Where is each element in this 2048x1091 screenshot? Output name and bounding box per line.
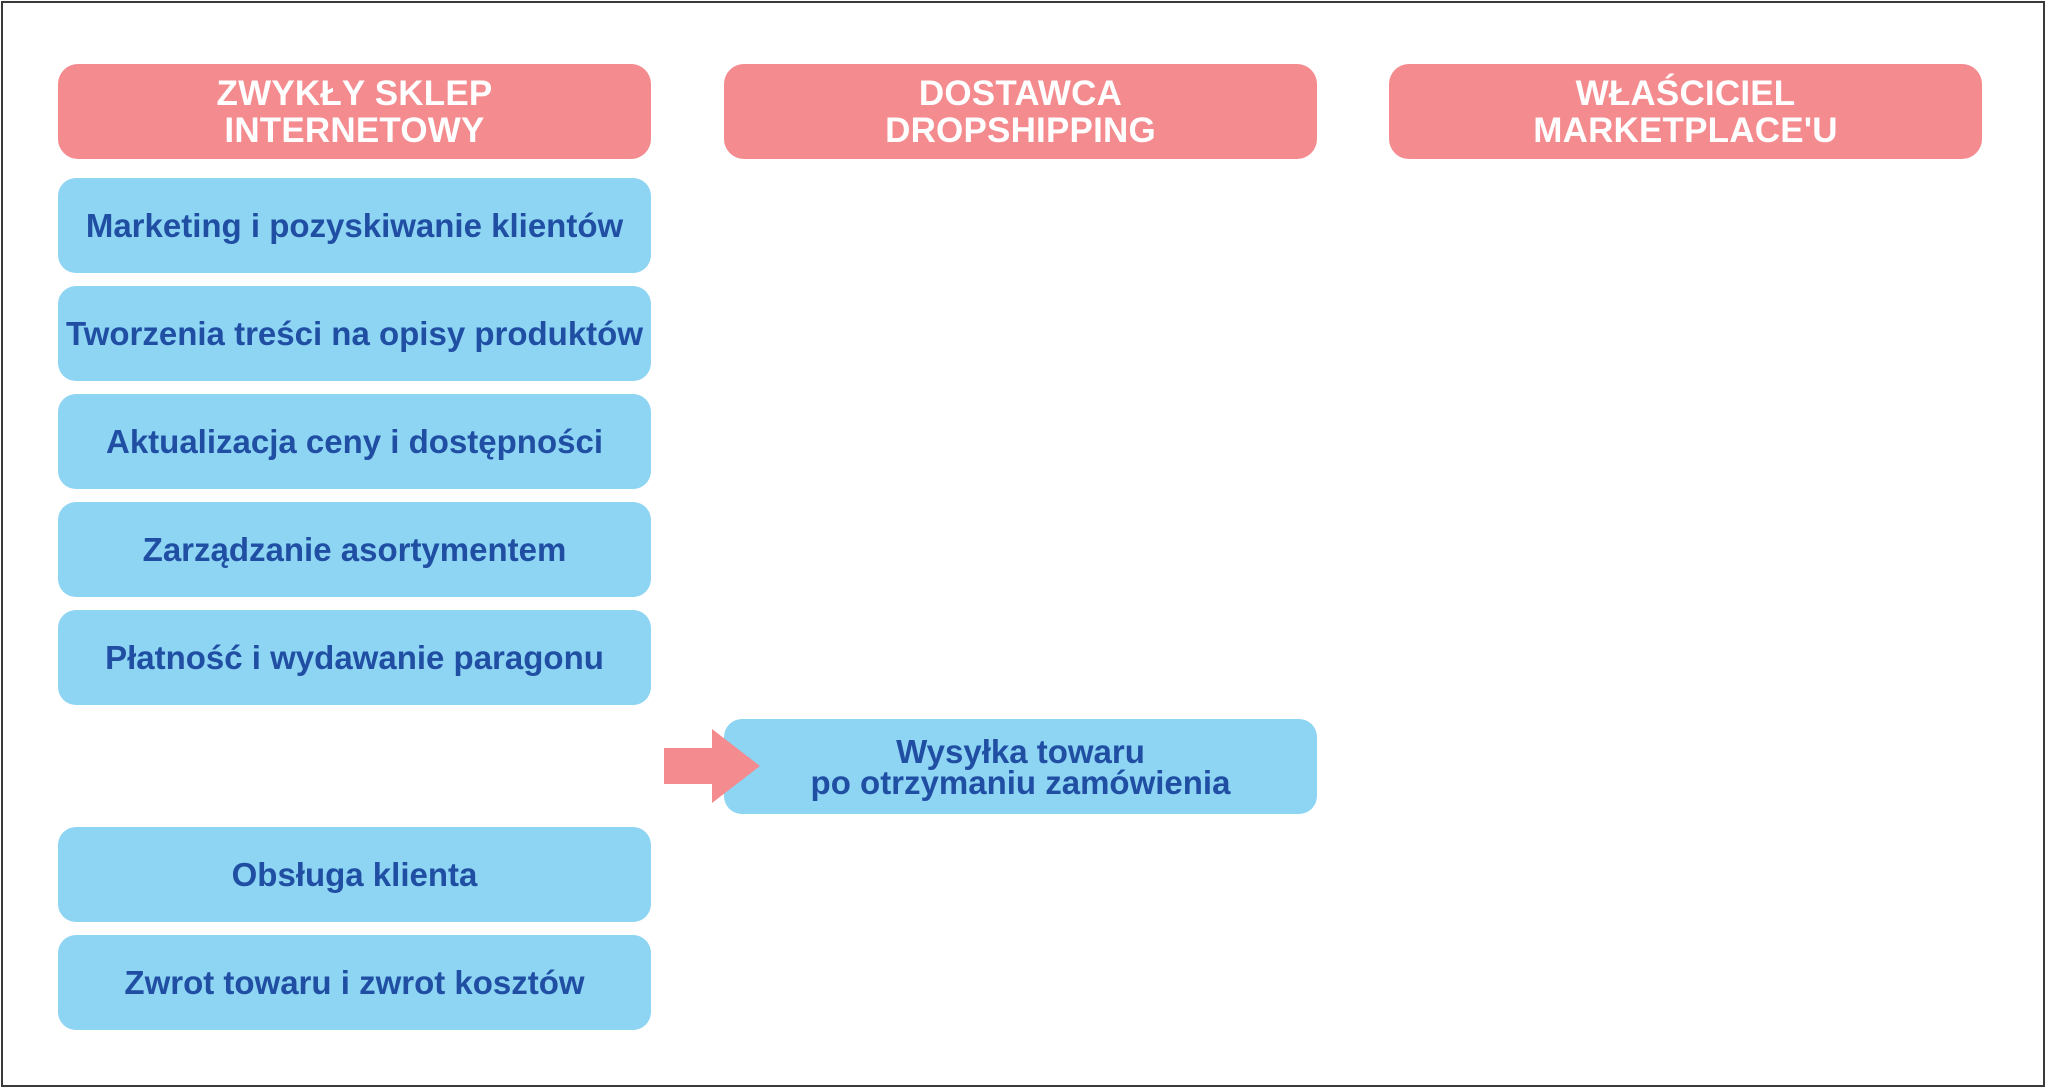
column-header-dropshipping-supplier: DOSTAWCA DROPSHIPPING — [724, 64, 1317, 159]
task-customer-service: Obsługa klienta — [58, 827, 651, 922]
right-arrow-shape — [664, 729, 760, 803]
task-payment-receipt: Płatność i wydawanie paragonu — [58, 610, 651, 705]
column-header-regular-shop: ZWYKŁY SKLEP INTERNETOWY — [58, 64, 651, 159]
task-content-creation: Tworzenia treści na opisy produktów — [58, 286, 651, 381]
task-price-availability: Aktualizacja ceny i dostępności — [58, 394, 651, 489]
column-header-marketplace-owner: WŁAŚCICIEL MARKETPLACE'U — [1389, 64, 1982, 159]
task-marketing: Marketing i pozyskiwanie klientów — [58, 178, 651, 273]
task-assortment-management: Zarządzanie asortymentem — [58, 502, 651, 597]
task-returns-refunds: Zwrot towaru i zwrot kosztów — [58, 935, 651, 1030]
task-shipping: Wysyłka towaru po otrzymaniu zamówienia — [724, 719, 1317, 814]
right-arrow-icon — [664, 729, 760, 803]
